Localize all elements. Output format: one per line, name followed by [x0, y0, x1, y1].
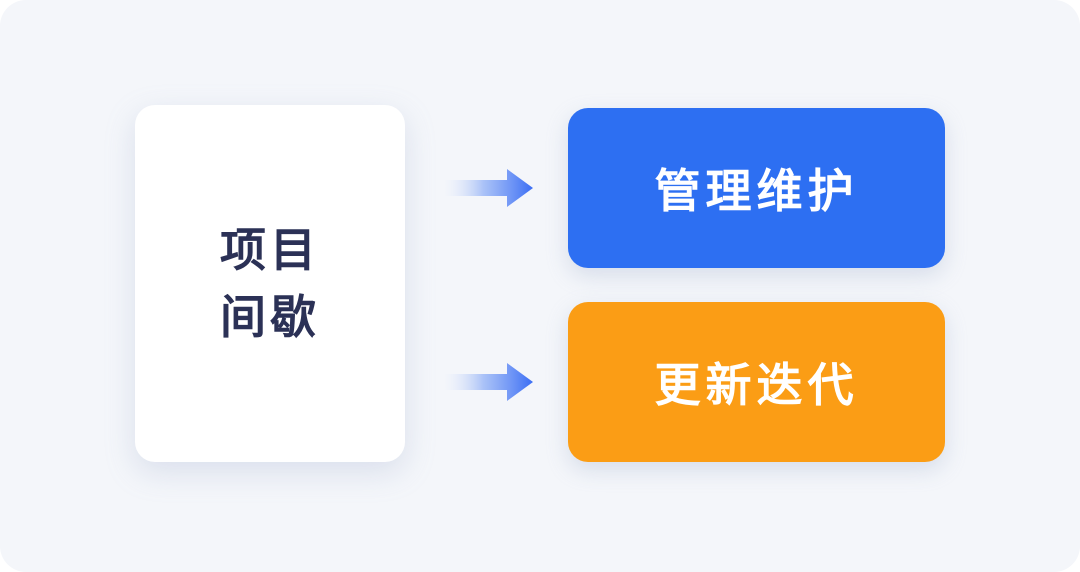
source-label-line-2: 间歇 — [220, 290, 320, 343]
node-source: 项目 间歇 — [135, 105, 405, 462]
arrow-right-icon — [443, 363, 533, 401]
node-iteration: 更新迭代 — [568, 302, 945, 462]
node-maintenance-label: 管理维护 — [654, 165, 859, 217]
node-iteration-label: 更新迭代 — [654, 359, 859, 411]
arrow-right-icon — [443, 169, 533, 207]
node-maintenance: 管理维护 — [568, 108, 945, 268]
source-label-line-1: 项目 — [220, 223, 320, 276]
